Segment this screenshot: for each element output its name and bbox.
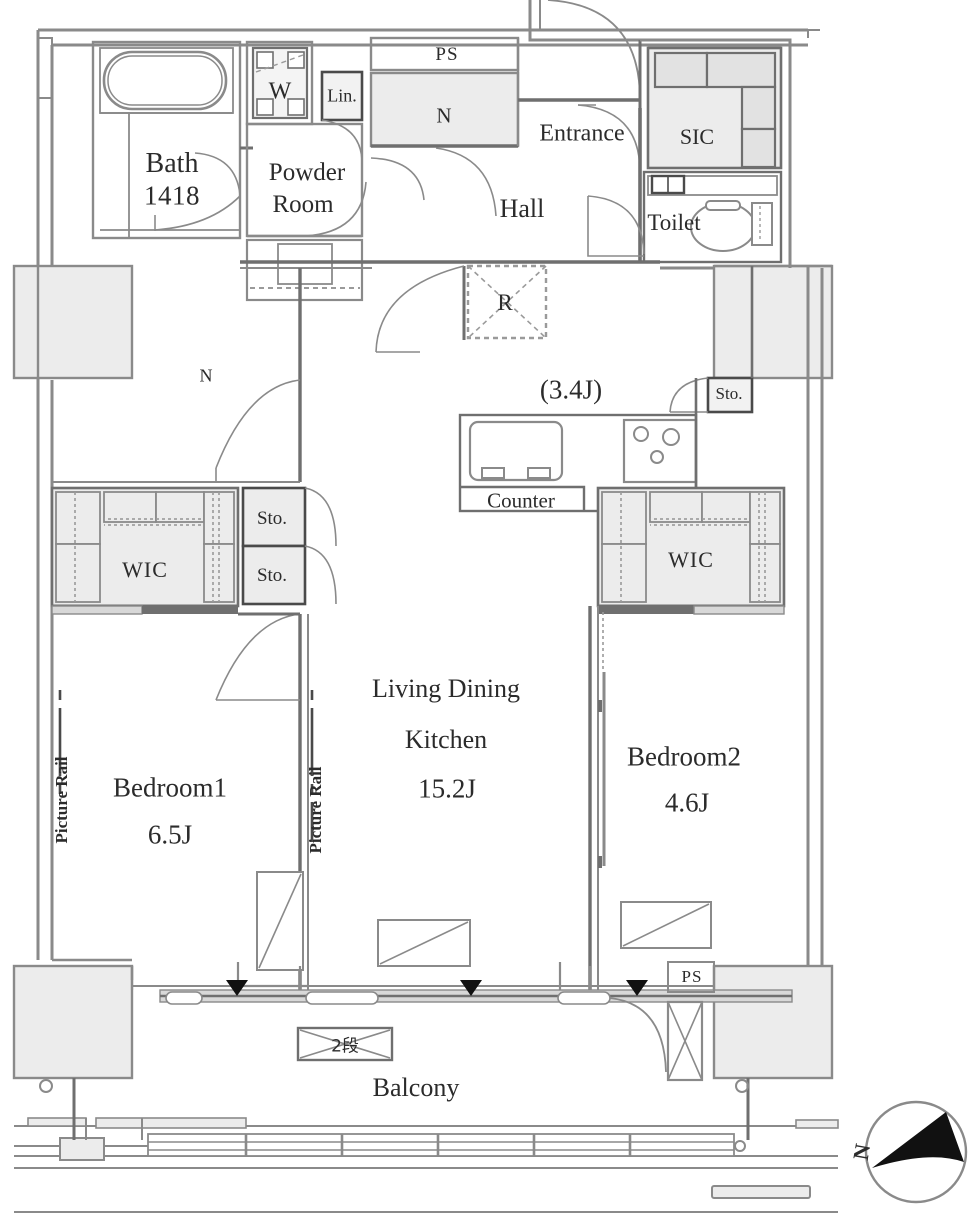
label-n-mid: N [199, 365, 213, 386]
linen-closet [320, 70, 364, 122]
label-picture-rail-left: Picture Rail [52, 756, 71, 844]
room-label-ldk-line2: Kitchen [404, 725, 488, 754]
room-label-powder-2: Room [272, 191, 334, 218]
label-refrigerator: R [497, 290, 513, 315]
window-ldk [377, 919, 471, 967]
label-wic-left: WIC [122, 557, 168, 582]
room-label-bedroom2: Bedroom2 [627, 741, 741, 772]
window-bedroom1 [256, 871, 304, 971]
room-label-entrance: Entrance [539, 120, 625, 147]
entrance-hall-walls [240, 0, 660, 269]
east-outer-wall [714, 29, 832, 966]
wall-block-west-lower [12, 964, 134, 1080]
balcony-railing [14, 1078, 839, 1213]
storage-upper [241, 486, 337, 548]
room-label-balcony: Balcony [372, 1073, 460, 1102]
wall-block-east-lower [712, 964, 834, 1080]
washer-area [245, 40, 314, 126]
south-wall-and-sliders [130, 962, 793, 1005]
room-size-ldk: 15.2J [418, 773, 476, 804]
label-sto-kitchen: Sto. [715, 384, 743, 403]
toilet-room [587, 170, 783, 264]
room-size-bath: 1418 [144, 180, 200, 211]
room-label-sic: SIC [679, 124, 715, 149]
step-box [296, 1026, 394, 1062]
wic-left [50, 481, 300, 615]
bath-room [91, 40, 253, 240]
label-sto-upper: Sto. [256, 508, 288, 529]
label-kitchen-size: (3.4J) [539, 374, 603, 405]
n-closet-top [369, 71, 520, 148]
ld-entry-door [375, 265, 465, 353]
label-linen: Lin. [327, 85, 357, 106]
label-washer: W [268, 78, 292, 105]
label-picture-rail-mid: Picture Rail [306, 766, 325, 854]
room-label-bath: Bath [145, 148, 199, 179]
powder-room [245, 119, 367, 302]
compass-rose-icon [864, 1100, 968, 1204]
room-label-hall: Hall [499, 194, 545, 223]
wic-right [596, 486, 786, 615]
label-ps-top: PS [435, 44, 459, 65]
sic-closet [640, 38, 792, 270]
ps-bottom [609, 961, 715, 1082]
refrigerator-space [462, 264, 548, 340]
room-label-ldk-line1: Living Dining [371, 674, 521, 703]
label-counter: Counter [487, 488, 555, 513]
storage-lower [241, 544, 337, 606]
room-size-bedroom2: 4.6J [664, 787, 710, 818]
room-size-bedroom1: 6.5J [147, 819, 193, 850]
label-wic-right: WIC [668, 547, 714, 572]
window-bedroom2 [620, 901, 712, 949]
label-sto-lower: Sto. [256, 565, 288, 586]
label-n-closet-top: N [436, 103, 452, 128]
room-label-powder: Powder [268, 159, 346, 186]
interior-partitions [52, 268, 608, 990]
wall-block-east-upper [712, 264, 834, 380]
label-step-2dan: 2段 [331, 1036, 359, 1057]
room-label-bedroom1: Bedroom1 [113, 772, 227, 803]
wall-block-west-upper [12, 264, 134, 380]
room-label-toilet: Toilet [647, 210, 701, 235]
label-ps-bottom: PS [681, 967, 703, 986]
